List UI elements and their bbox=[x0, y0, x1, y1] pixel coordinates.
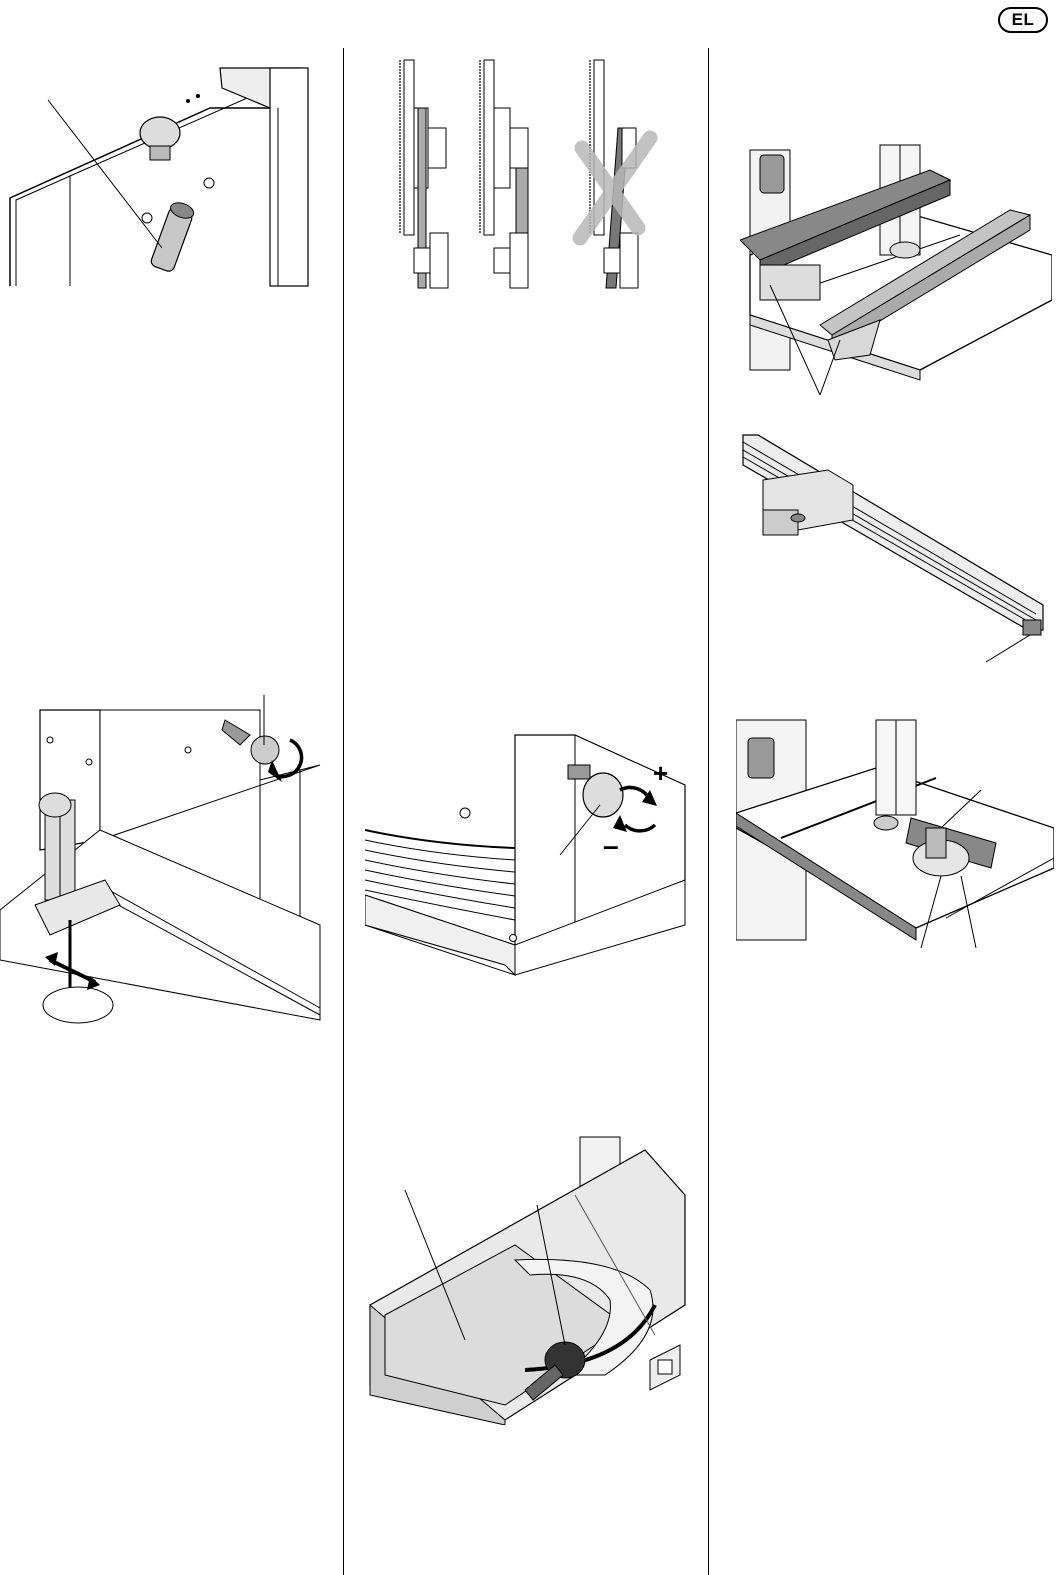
column-divider-right bbox=[708, 48, 709, 1575]
stage-3-incorrect bbox=[580, 60, 650, 288]
figure-rip-fence-profile bbox=[738, 430, 1048, 665]
figure-blade-tracking-sequence bbox=[370, 48, 680, 298]
stage-1 bbox=[400, 60, 448, 288]
figure-mitre-gauge-on-table bbox=[736, 718, 1054, 953]
blade-guide-height-illustration bbox=[0, 690, 325, 1030]
language-badge: EL bbox=[998, 7, 1048, 33]
figure-rip-fence-on-table bbox=[740, 140, 1052, 395]
table-tilt-clamp-illustration bbox=[365, 1135, 690, 1425]
top-view-lever-illustration bbox=[0, 48, 320, 293]
rip-fence-table-illustration bbox=[740, 140, 1052, 395]
figure-blade-guide-height bbox=[0, 690, 325, 1030]
figure-tension-knob: + – bbox=[365, 730, 690, 985]
minus-symbol: – bbox=[603, 830, 619, 861]
stage-2 bbox=[480, 60, 528, 288]
tension-knob-illustration: + – bbox=[365, 730, 690, 985]
language-code: EL bbox=[1012, 10, 1035, 30]
rip-fence-profile-illustration bbox=[738, 430, 1048, 665]
figure-top-view-lever bbox=[0, 48, 320, 293]
blade-tracking-illustration bbox=[370, 48, 680, 298]
figure-table-tilt-clamp bbox=[365, 1135, 690, 1425]
column-divider-left bbox=[343, 48, 344, 1575]
mitre-gauge-illustration bbox=[736, 718, 1054, 953]
plus-symbol: + bbox=[653, 758, 668, 788]
